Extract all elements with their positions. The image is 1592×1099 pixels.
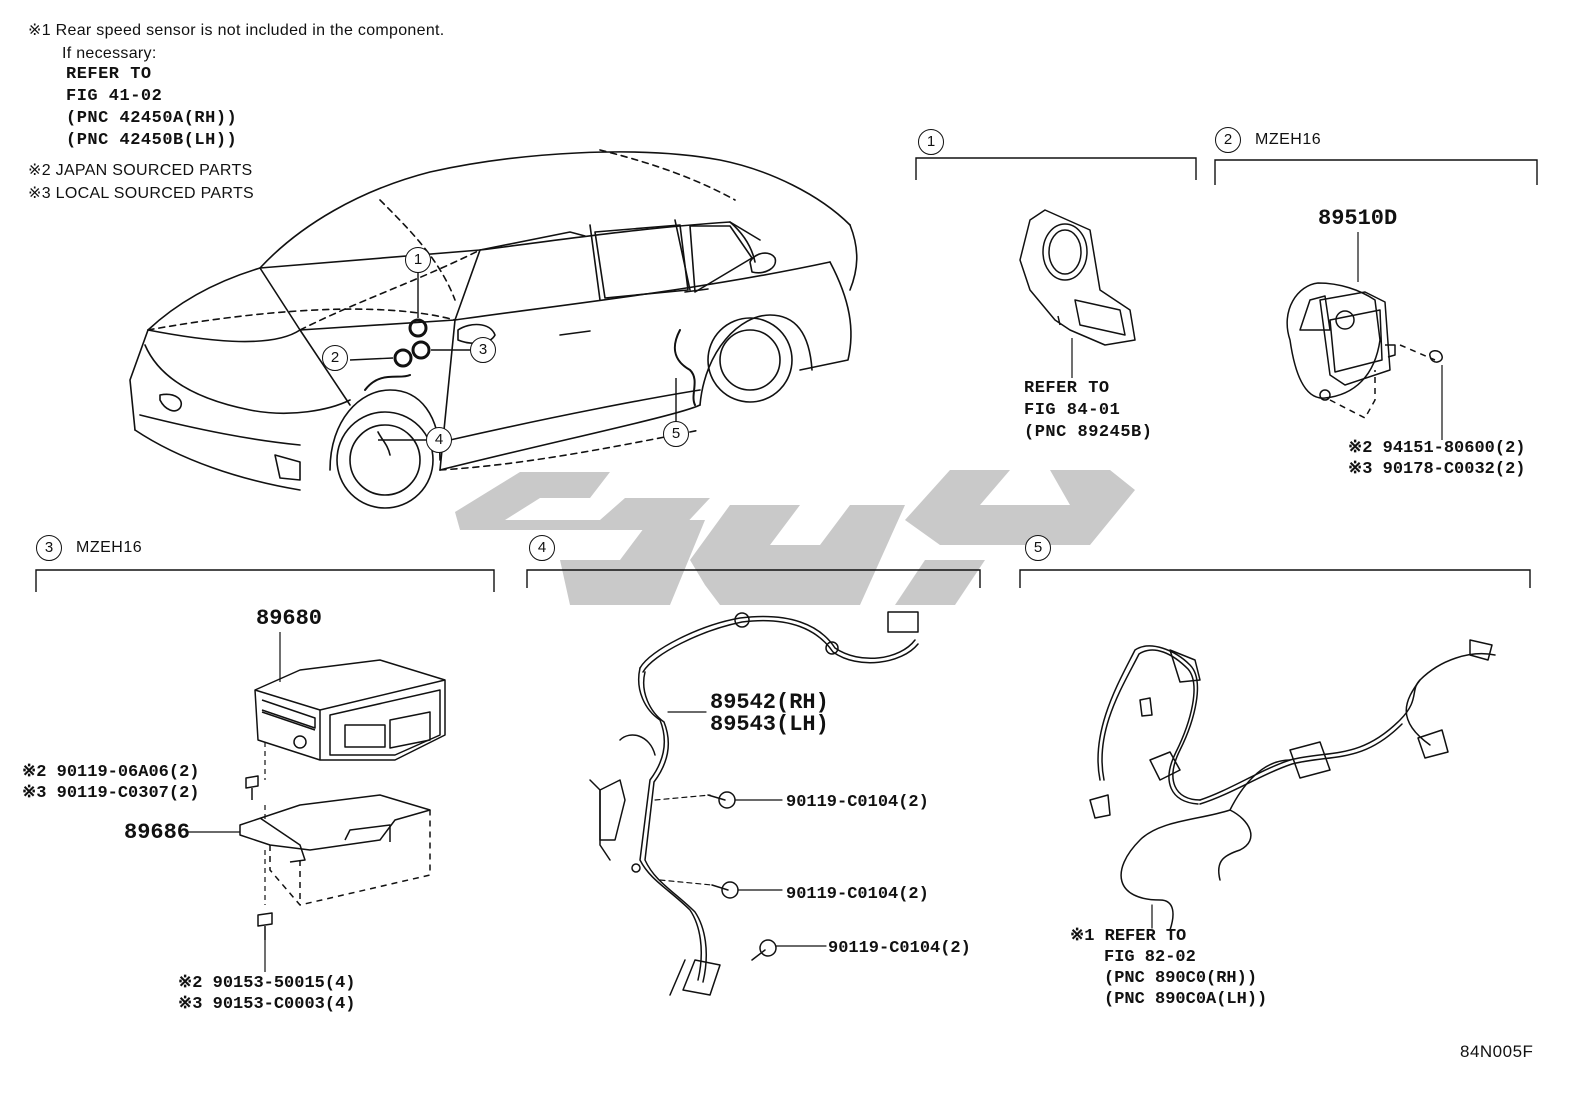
car-callout-4: 4 (426, 427, 452, 453)
car-callout-1: 1 (405, 247, 431, 273)
sec3-bolt-bottom-japan: ※2 90153-50015(4) (178, 974, 356, 993)
sec1-pnc: (PNC 89245B) (1024, 423, 1153, 442)
note-pnc-lh: (PNC 42450B(LH)) (66, 131, 238, 150)
sec5-pnc-lh: (PNC 890C0A(LH)) (1104, 990, 1268, 1009)
note-local-sourced: ※3 LOCAL SOURCED PARTS (28, 185, 254, 202)
sec2-fastener-local: ※3 90178-C0032(2) (1348, 460, 1526, 479)
note-refer-to: REFER TO (66, 65, 152, 84)
sec5-refer-to: ※1 REFER TO (1070, 927, 1187, 946)
sec4-bolt-b: 90119-C0104(2) (786, 885, 929, 904)
section-2-label: MZEH16 (1255, 131, 1322, 148)
note-fig: FIG 41-02 (66, 87, 163, 106)
section-5-number: 5 (1025, 535, 1051, 561)
vehicle-drawing (129, 149, 858, 509)
sec2-part-number: 89510D (1318, 206, 1398, 231)
sec2-fastener-japan: ※2 94151-80600(2) (1348, 439, 1526, 458)
sec3-bolt-top-local: ※3 90119-C0307(2) (22, 784, 200, 803)
sec3-bolt-top-japan: ※2 90119-06A06(2) (22, 763, 200, 782)
sec3-bolt-bottom-local: ※3 90153-C0003(4) (178, 995, 356, 1014)
car-callout-5: 5 (663, 421, 689, 447)
sec4-harness-drawing (589, 611, 919, 996)
sec5-fig: FIG 82-02 (1104, 948, 1196, 967)
note-if-necessary: If necessary: (62, 45, 157, 62)
figure-code: 84N005F (1460, 1042, 1534, 1061)
car-callout-2: 2 (322, 345, 348, 371)
section-2-number: 2 (1215, 127, 1241, 153)
sec5-harness-drawing (1089, 639, 1496, 931)
note-japan-sourced: ※2 JAPAN SOURCED PARTS (28, 162, 253, 179)
sec3-ecu-drawing (188, 632, 446, 972)
sec3-ecu-part-number: 89680 (256, 606, 323, 631)
section-3-number: 3 (36, 535, 62, 561)
section-brackets (35, 157, 1538, 592)
watermark-logo (455, 470, 1135, 605)
sec4-bolt-a: 90119-C0104(2) (786, 793, 929, 812)
sec3-bracket-part-number: 89686 (124, 820, 191, 845)
sec1-refer-to: REFER TO (1024, 379, 1110, 398)
sec5-pnc-rh: (PNC 890C0(RH)) (1104, 969, 1258, 988)
sec2-module-drawing (1286, 232, 1443, 440)
car-callout-leaders (349, 272, 677, 441)
sec4-part-lh: 89543(LH) (710, 712, 829, 737)
note-pnc-rh: (PNC 42450A(RH)) (66, 109, 238, 128)
car-callout-3: 3 (470, 337, 496, 363)
sec4-bolt-c: 90119-C0104(2) (828, 939, 971, 958)
section-1-number: 1 (918, 129, 944, 155)
sec1-sensor-drawing (1019, 209, 1136, 378)
note-rear-sensor: ※1 Rear speed sensor is not included in … (28, 22, 445, 39)
sec1-fig: FIG 84-01 (1024, 401, 1121, 420)
section-4-number: 4 (529, 535, 555, 561)
sec4-part-rh: 89542(RH) (710, 690, 829, 715)
section-3-label: MZEH16 (76, 539, 143, 556)
